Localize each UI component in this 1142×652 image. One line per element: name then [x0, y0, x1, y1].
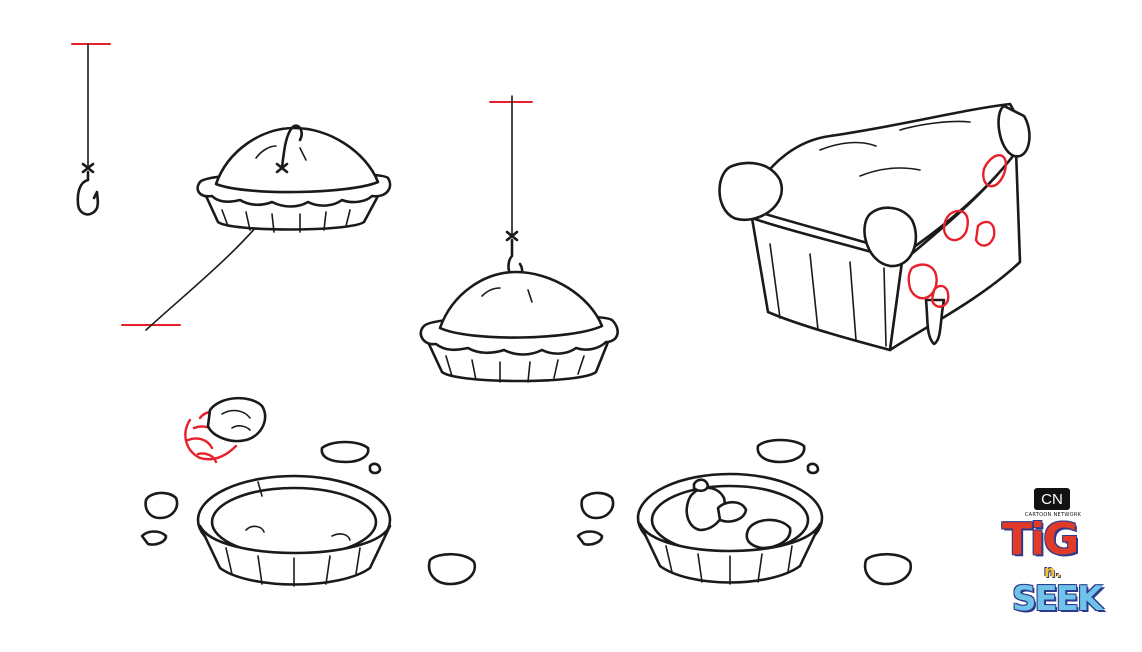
hook-in-pie-icon [280, 124, 303, 170]
logo-word-tig: TiG [1002, 514, 1079, 565]
crumb-tin-panel [576, 438, 913, 586]
cartoon-network-subtitle: CARTOON NETWORK [1024, 512, 1082, 518]
crumb-6 [580, 491, 615, 520]
pie-hanging-panel [419, 95, 619, 383]
pie-dome [214, 126, 380, 194]
pie-hooked-panel [121, 124, 392, 331]
crumb-pile-2 [716, 500, 748, 523]
crumb-7 [576, 530, 604, 546]
crumb-8 [863, 552, 913, 586]
hanging-pie-dome [438, 270, 604, 339]
crumb-4 [427, 552, 477, 586]
empty-tin-hand-panel [140, 396, 477, 587]
logo-word-n: n. [1044, 562, 1062, 581]
crumb-3 [140, 530, 168, 546]
crumb-pile-3 [745, 518, 792, 550]
crust-chunk-in-hand [206, 396, 267, 443]
fishing-hook-icon [76, 170, 100, 216]
crumb-5 [756, 438, 806, 464]
crumb-tin-wall [638, 522, 822, 584]
filling-shape-3 [907, 263, 938, 300]
crumb-1 [320, 440, 370, 464]
crumb-2 [144, 491, 179, 520]
logo-word-seek: SEEK [1012, 579, 1103, 619]
cartoon-network-logo: CN [1034, 488, 1070, 510]
slice-filling-face [888, 148, 1022, 352]
filling-shape-5 [930, 284, 950, 308]
pie-slice-panel [718, 102, 1031, 352]
filling-shape-4 [974, 220, 996, 247]
filling-shape-1 [982, 154, 1007, 188]
slice-crust-roll-left [718, 161, 784, 221]
filling-shape-2 [942, 209, 969, 242]
fishing-hook-panel [71, 43, 111, 216]
filling-drip [924, 298, 946, 346]
slice-crust-roll-right [863, 206, 918, 268]
show-logo: CN CARTOON NETWORK TiG n. SEEK [1000, 488, 1112, 628]
hook-knot [81, 162, 95, 174]
empty-tin-wall [198, 524, 392, 586]
